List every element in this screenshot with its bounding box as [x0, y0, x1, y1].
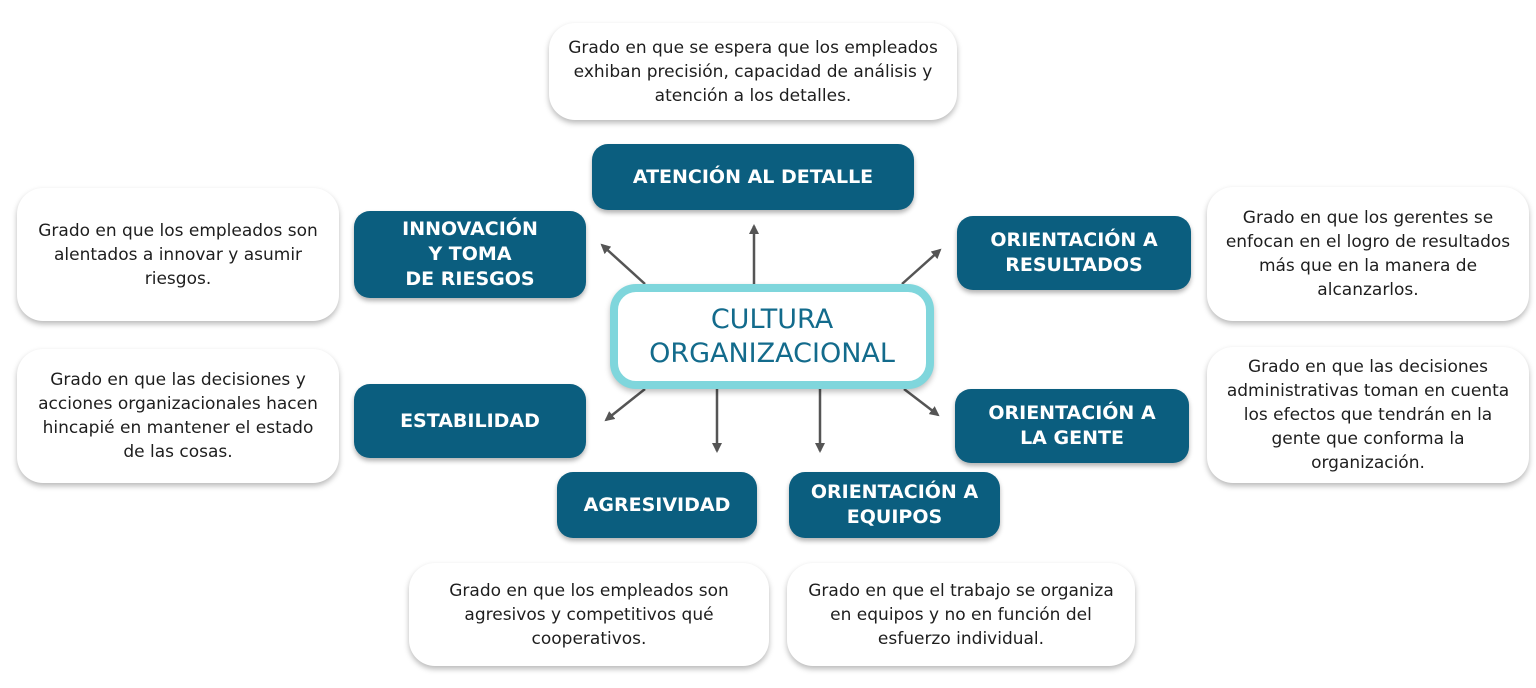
arrow-to-resultados — [901, 248, 942, 285]
cat-innovacion: INNOVACIÓN Y TOMA DE RIESGOS — [354, 211, 586, 298]
desc-atencion: Grado en que se espera que los empleados… — [549, 23, 957, 120]
desc-innovacion: Grado en que los empleados son alentados… — [17, 188, 339, 321]
desc-resultados: Grado en que los gerentes se enfocan en … — [1207, 187, 1529, 321]
arrow-to-innovacion — [600, 243, 646, 285]
cat-atencion: ATENCIÓN AL DETALLE — [592, 144, 914, 210]
desc-agresividad: Grado en que los empleados son agresivos… — [409, 563, 769, 666]
cat-estabilidad: ESTABILIDAD — [354, 384, 586, 458]
cat-gente: ORIENTACIÓN A LA GENTE — [955, 389, 1189, 463]
cat-agresividad: AGRESIVIDAD — [557, 472, 757, 538]
arrow-to-estabilidad — [604, 388, 646, 422]
desc-gente: Grado en que las decisiones administrati… — [1207, 347, 1529, 483]
desc-equipos: Grado en que el trabajo se organiza en e… — [787, 563, 1135, 666]
arrow-to-gente — [903, 388, 940, 417]
center-node: CULTURA ORGANIZACIONAL — [610, 284, 934, 389]
desc-estabilidad: Grado en que las decisiones y acciones o… — [17, 349, 339, 483]
cat-resultados: ORIENTACIÓN A RESULTADOS — [957, 216, 1191, 290]
cat-equipos: ORIENTACIÓN A EQUIPOS — [789, 472, 1000, 538]
